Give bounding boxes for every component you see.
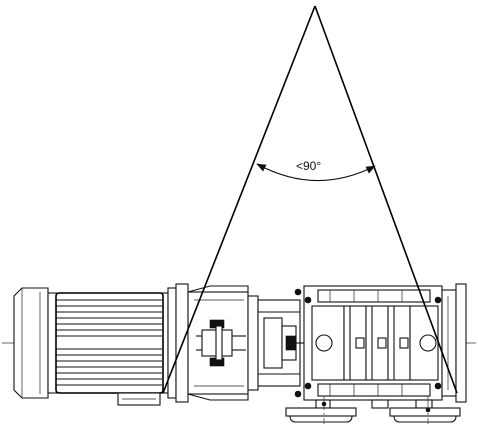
pump-end-cover: [441, 289, 457, 397]
base-flange-left: [285, 407, 357, 417]
pump-top-manifold: [317, 289, 431, 303]
motor-cooling-fins: [56, 299, 162, 386]
suction-port-left: [315, 334, 333, 352]
shaft-coupling: [196, 319, 246, 367]
pump-head: [303, 283, 467, 403]
bearing-housing: [175, 283, 259, 403]
motor-fan-cover: [13, 287, 49, 399]
electric-motor: [13, 287, 177, 406]
angle-label: <90°: [296, 159, 321, 173]
base-flange-right: [389, 407, 461, 417]
tilt-angle-indicator: <90°: [162, 5, 458, 394]
angle-arrow-right: [365, 165, 376, 174]
intermediate-housing: [257, 288, 308, 398]
suction-port-right: [419, 334, 437, 352]
motor-body: [47, 292, 169, 394]
angle-arc: [256, 163, 376, 182]
angle-leg-left: [162, 5, 316, 394]
motor-flange: [167, 287, 177, 399]
angle-arrow-left: [256, 163, 267, 172]
adapter-flange-right: [247, 295, 259, 391]
pump-mounting-feet: [285, 396, 461, 424]
angle-leg-right: [314, 5, 458, 394]
pump-bottom-manifold: [317, 383, 431, 397]
